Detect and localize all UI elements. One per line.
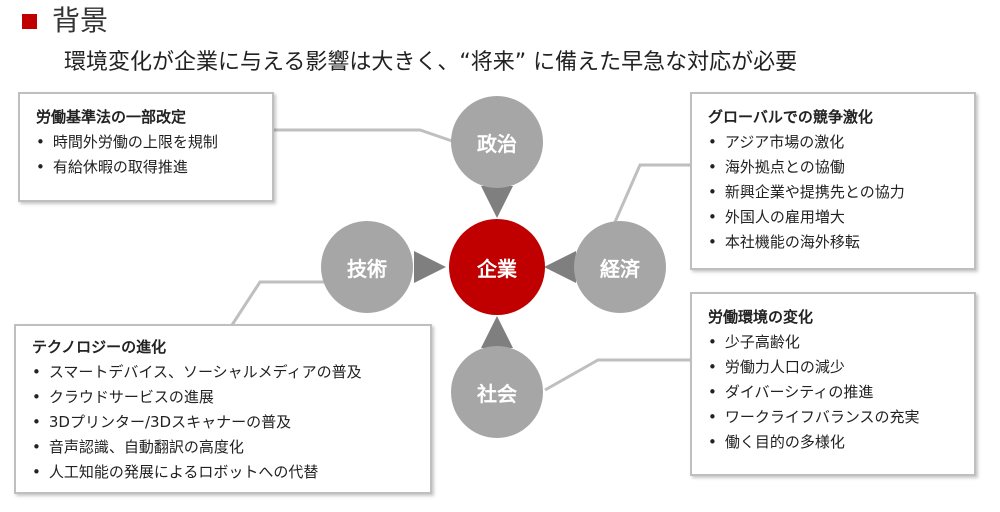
labor-environment-title: 労働環境の変化 <box>708 308 814 326</box>
technology-item: 3Dプリンター/3Dスキャナーの普及 <box>32 410 414 435</box>
node-society: 社会 <box>451 346 543 438</box>
connector-labor-law <box>272 128 456 144</box>
labor-environment-item: ワークライフバランスの充実 <box>708 405 958 430</box>
labor-law-item: 有給休暇の取得推進 <box>36 155 256 180</box>
global-competition-item: アジア市場の激化 <box>708 130 958 155</box>
global-competition-item: 本社機能の海外移転 <box>708 230 958 255</box>
connector-tech <box>230 280 330 326</box>
title-marker-icon <box>22 14 37 29</box>
node-technology: 技術 <box>321 221 413 313</box>
global-competition-title: グローバルでの競争激化 <box>708 108 873 126</box>
page-title: 背景 <box>52 4 109 37</box>
labor-law-item: 時間外労働の上限を規制 <box>36 130 256 155</box>
technology-item: 人工知能の発展によるロボットへの代替 <box>32 460 414 485</box>
technology-item: スマートデバイス、ソーシャルメディアの普及 <box>32 360 414 385</box>
node-economy: 経済 <box>574 221 666 313</box>
labor-law-box: 労働基準法の一部改定 時間外労働の上限を規制 有給休暇の取得推進 <box>18 92 274 202</box>
global-competition-item: 海外拠点との協働 <box>708 155 958 180</box>
technology-item: 音声認識、自動翻訳の高度化 <box>32 435 414 460</box>
labor-environment-box: 労働環境の変化 少子高齢化 労働力人口の減少 ダイバーシティの推進 ワークライフ… <box>690 292 976 476</box>
page-subtitle: 環境変化が企業に与える影響は大きく、“将来” に備えた早急な対応が必要 <box>64 50 798 75</box>
global-competition-item: 新興企業や提携先との協力 <box>708 180 958 205</box>
labor-environment-item: 労働力人口の減少 <box>708 355 958 380</box>
technology-title: テクノロジーの進化 <box>32 338 167 356</box>
global-competition-item: 外国人の雇用増大 <box>708 205 958 230</box>
node-enterprise: 企業 <box>449 219 545 315</box>
technology-box: テクノロジーの進化 スマートデバイス、ソーシャルメディアの普及 クラウドサービス… <box>14 324 432 494</box>
labor-environment-item: 働く目的の多様化 <box>708 430 958 455</box>
labor-environment-item: ダイバーシティの推進 <box>708 380 958 405</box>
technology-item: クラウドサービスの進展 <box>32 385 414 410</box>
connector-labor-env <box>544 358 692 392</box>
labor-environment-item: 少子高齢化 <box>708 330 958 355</box>
connector-global <box>613 163 692 223</box>
global-competition-box: グローバルでの競争激化 アジア市場の激化 海外拠点との協働 新興企業や提携先との… <box>690 92 976 270</box>
node-politics: 政治 <box>451 96 543 188</box>
labor-law-title: 労働基準法の一部改定 <box>36 108 187 126</box>
